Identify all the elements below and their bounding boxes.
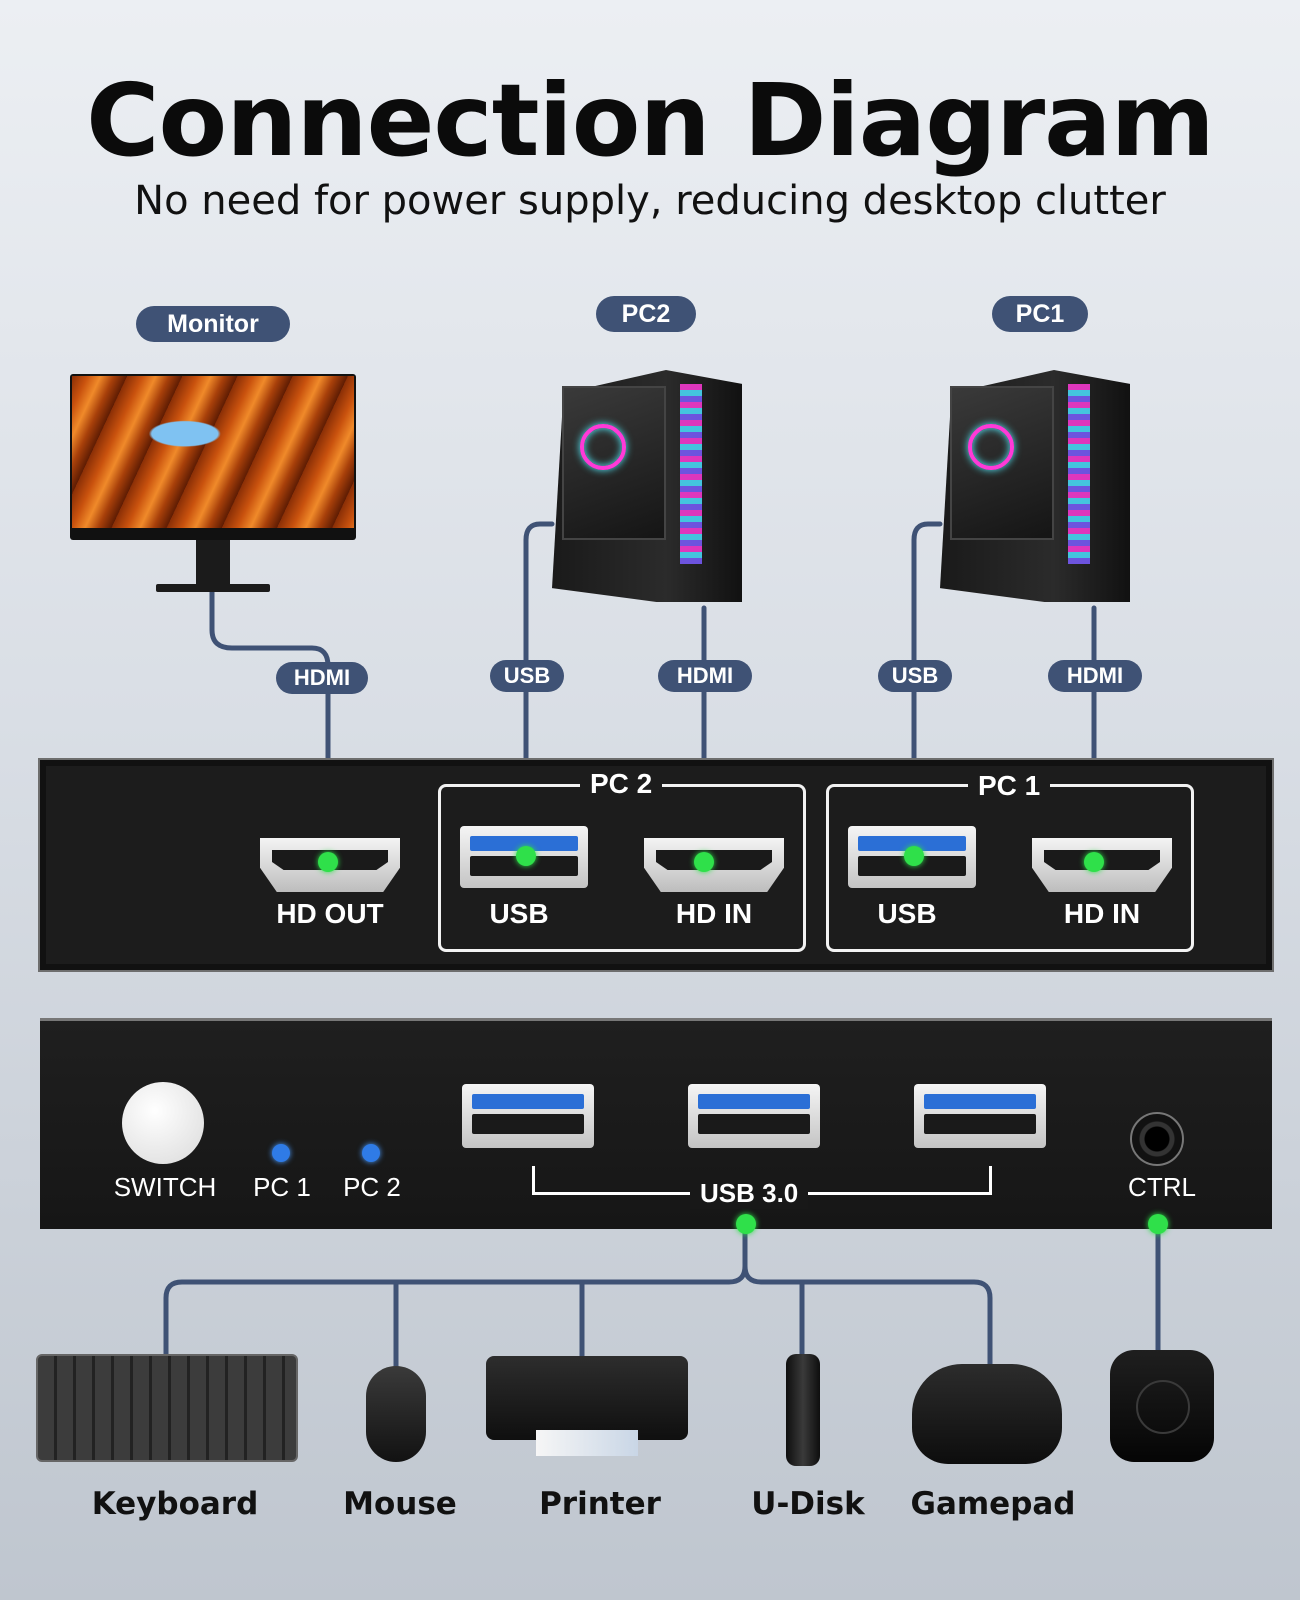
usb30-port-1[interactable] bbox=[462, 1084, 594, 1148]
connect-dot-pc1-usb bbox=[904, 846, 924, 866]
cable-label-pc2-usb: USB bbox=[490, 660, 564, 692]
connect-dot-pc2-hd-in bbox=[694, 852, 714, 872]
connect-dot-ctrl bbox=[1148, 1214, 1168, 1234]
gamepad-icon bbox=[912, 1364, 1062, 1464]
ctrl-label: CTRL bbox=[1128, 1172, 1196, 1202]
page-title: Connection Diagram bbox=[86, 62, 1215, 179]
connect-dot-usb30 bbox=[736, 1214, 756, 1234]
cable-label-pc1-hdmi: HDMI bbox=[1048, 660, 1142, 692]
pc2-tower bbox=[552, 356, 742, 616]
monitor-screen bbox=[70, 374, 356, 540]
printer-icon bbox=[486, 1356, 688, 1456]
usb30-port-2[interactable] bbox=[688, 1084, 820, 1148]
cable-label-pc1-usb: USB bbox=[878, 660, 952, 692]
switch-button[interactable] bbox=[122, 1082, 204, 1164]
ctrl-jack[interactable] bbox=[1130, 1112, 1184, 1166]
monitor-wallpaper bbox=[72, 376, 354, 528]
gamepad-label: Gamepad bbox=[910, 1486, 1076, 1522]
udisk-icon bbox=[786, 1354, 820, 1466]
keyboard-label: Keyboard bbox=[91, 1486, 259, 1522]
cable-usb30-right bbox=[742, 1263, 993, 1375]
pc1-tower bbox=[940, 356, 1130, 616]
pc1-fan-icon bbox=[968, 424, 1014, 470]
pc1-led-indicator bbox=[272, 1144, 290, 1162]
cable-pc1-usb bbox=[911, 521, 943, 859]
cable-label-monitor-hdmi: HDMI bbox=[276, 662, 368, 694]
pill-monitor: Monitor bbox=[136, 306, 290, 342]
pc2-group-label: PC 2 bbox=[580, 768, 663, 800]
monitor-stand bbox=[196, 540, 230, 586]
hd-out-label: HD OUT bbox=[276, 898, 384, 929]
pc2-led-indicator bbox=[362, 1144, 380, 1162]
remote-switch-pad-icon bbox=[1110, 1350, 1214, 1462]
connect-dot-hd-out bbox=[318, 852, 338, 872]
pc1-group-label: PC 1 bbox=[968, 770, 1051, 802]
page-subtitle: No need for power supply, reducing deskt… bbox=[134, 178, 1166, 224]
cable-pc2-usb bbox=[523, 521, 555, 859]
pc2-hd-in-label: HD IN bbox=[675, 898, 753, 929]
pc1-rgb-strip bbox=[1068, 384, 1090, 564]
pill-pc1: PC1 bbox=[992, 296, 1088, 332]
mouse-icon bbox=[366, 1366, 426, 1462]
pc2-usb-label: USB bbox=[489, 898, 549, 929]
cable-usb30-trunk bbox=[163, 1221, 748, 1359]
mouse-label: Mouse bbox=[343, 1486, 457, 1522]
pc2-hd-in-port[interactable] bbox=[644, 838, 784, 892]
led-pc2-label: PC 2 bbox=[343, 1172, 401, 1202]
pc1-hd-in-label: HD IN bbox=[1063, 898, 1141, 929]
monitor-base bbox=[156, 584, 270, 592]
udisk-label: U-Disk bbox=[751, 1486, 865, 1522]
cable-label-pc2-hdmi: HDMI bbox=[658, 660, 752, 692]
keyboard-icon bbox=[36, 1354, 298, 1462]
connect-dot-pc1-hd-in bbox=[1084, 852, 1104, 872]
switch-label: SWITCH bbox=[113, 1172, 217, 1202]
connect-dot-pc2-usb bbox=[516, 846, 536, 866]
printer-label: Printer bbox=[539, 1486, 661, 1522]
cable-monitor-hdmi bbox=[209, 589, 331, 865]
pc1-usb-label: USB bbox=[877, 898, 937, 929]
pill-pc2: PC2 bbox=[596, 296, 696, 332]
usb30-label: USB 3.0 bbox=[690, 1178, 809, 1209]
usb30-port-3[interactable] bbox=[914, 1084, 1046, 1148]
pc2-fan-icon bbox=[580, 424, 626, 470]
pc2-rgb-strip bbox=[680, 384, 702, 564]
led-pc1-label: PC 1 bbox=[253, 1172, 311, 1202]
